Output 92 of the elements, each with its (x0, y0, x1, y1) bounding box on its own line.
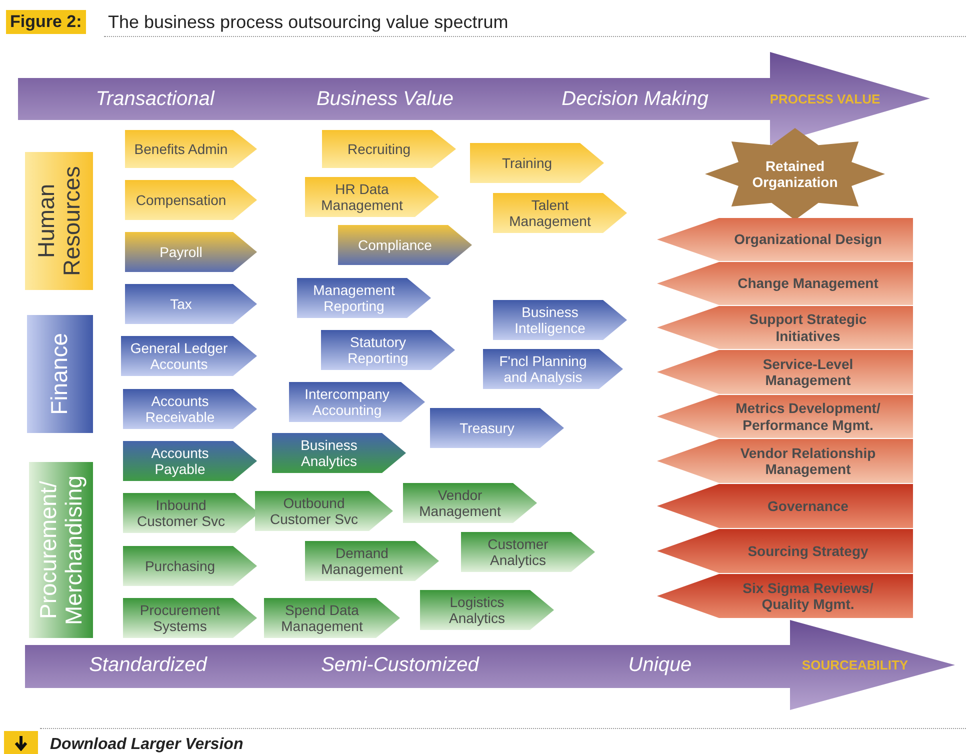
chevron-box (123, 598, 257, 638)
chevron-box (493, 300, 627, 340)
box-label: Governance (768, 498, 848, 514)
category-label: Procurement/ Merchandising (36, 474, 86, 627)
category-box (27, 315, 93, 433)
left-arrow-box (657, 350, 913, 394)
box-label: Outbound Customer Svc (269, 494, 359, 528)
chevron-box (297, 278, 431, 318)
chevron-box (321, 330, 455, 370)
box-label: Intercompany Accounting (304, 386, 390, 418)
chevron-box (305, 177, 439, 217)
chevron-box (264, 598, 400, 638)
box-label: Six Sigma Reviews/ Quality Mgmt. (742, 580, 874, 612)
box-label: Logistics Analytics (448, 594, 506, 626)
chevron-box (338, 225, 472, 265)
axis-label: Business Value (316, 86, 454, 112)
chevron-box (483, 349, 623, 389)
box-label: Service-Level Management (762, 356, 854, 388)
chevron-box (272, 433, 406, 473)
box-label: Payroll (160, 244, 202, 260)
box-label: Organizational Design (734, 231, 882, 248)
box-label: Business Intelligence (514, 304, 586, 336)
left-arrow-box (657, 306, 913, 349)
box-label: Support Strategic Initiatives (748, 311, 868, 344)
category-box (29, 462, 93, 638)
box-label: Accounts Receivable (144, 392, 216, 426)
box-label: Customer Analytics (486, 536, 550, 568)
chevron-box (420, 590, 554, 630)
box-label: Spend Data Management (280, 602, 364, 634)
box-label: Benefits Admin (134, 140, 228, 158)
box-label: Retained Organization (751, 158, 839, 190)
left-arrow-box (657, 529, 913, 573)
axis-label: Unique (628, 653, 692, 678)
category-box (25, 152, 93, 290)
chevron-box (289, 382, 425, 422)
box-label: Business Analytics (300, 436, 358, 470)
box-label: Demand Management (320, 544, 404, 578)
box-label: Purchasing (144, 558, 216, 574)
category-label: Human Resources (34, 165, 84, 278)
chevron-box (430, 408, 564, 448)
chevron-box (123, 546, 257, 586)
axis-title: SOURCEABILITY (802, 656, 908, 674)
figure-number: Figure 2: (6, 10, 86, 34)
axis-label: Semi-Customized (321, 653, 479, 678)
chevron-box (125, 180, 257, 220)
box-label: Procurement Systems (138, 602, 222, 634)
download-link: Download Larger Version (50, 735, 244, 754)
box-label: Vendor Relationship Management (739, 444, 877, 478)
box-label: Metrics Development/ Performance Mgmt. (734, 400, 882, 433)
chevron-box (470, 143, 604, 183)
box-label: Recruiting (347, 140, 411, 158)
axis-label: Transactional (96, 86, 214, 112)
axis-title: PROCESS VALUE (770, 90, 880, 108)
box-label: F'ncl Planning and Analysis (498, 352, 588, 386)
box-label: Sourcing Strategy (748, 542, 868, 560)
chevron-box (123, 441, 257, 481)
chevron-box (322, 130, 456, 168)
figure-title: The business process outsourcing value spectrum (108, 11, 508, 34)
box-label: Talent Management (508, 196, 592, 230)
box-label: Inbound Customer Svc (136, 496, 226, 530)
box-label: Accounts Payable (150, 444, 210, 478)
box-label: Compensation (136, 192, 226, 208)
chevron-box (123, 389, 257, 429)
chevron-box (305, 541, 439, 581)
box-label: Statutory Reporting (346, 334, 410, 366)
box-label: Treasury (460, 420, 514, 436)
chevron-box (125, 232, 257, 272)
box-label: Training (502, 154, 552, 172)
axis-label: Decision Making (562, 86, 708, 112)
left-arrow-box (657, 484, 913, 528)
star-badge (705, 128, 885, 220)
axis-label: Standardized (89, 653, 207, 678)
left-arrow-box (657, 574, 913, 618)
box-label: Compliance (358, 236, 432, 254)
box-label: Management Reporting (312, 282, 396, 314)
box-label: Change Management (738, 275, 878, 292)
left-arrow-box (657, 218, 913, 261)
box-label: Vendor Management (418, 486, 502, 520)
left-arrow-box (657, 439, 913, 483)
category-label: Finance (47, 333, 73, 415)
chevron-box (255, 491, 393, 531)
chevron-box (121, 336, 257, 376)
chevron-box (125, 284, 257, 324)
left-arrow-box (657, 395, 913, 438)
box-label: General Ledger Accounts (129, 340, 229, 372)
left-arrow-box (657, 262, 913, 305)
chevron-box (403, 483, 537, 523)
chevron-box (493, 193, 627, 233)
box-label: HR Data Management (320, 180, 404, 214)
box-label: Tax (170, 296, 192, 312)
chevron-box (125, 130, 257, 168)
chevron-box (461, 532, 595, 572)
